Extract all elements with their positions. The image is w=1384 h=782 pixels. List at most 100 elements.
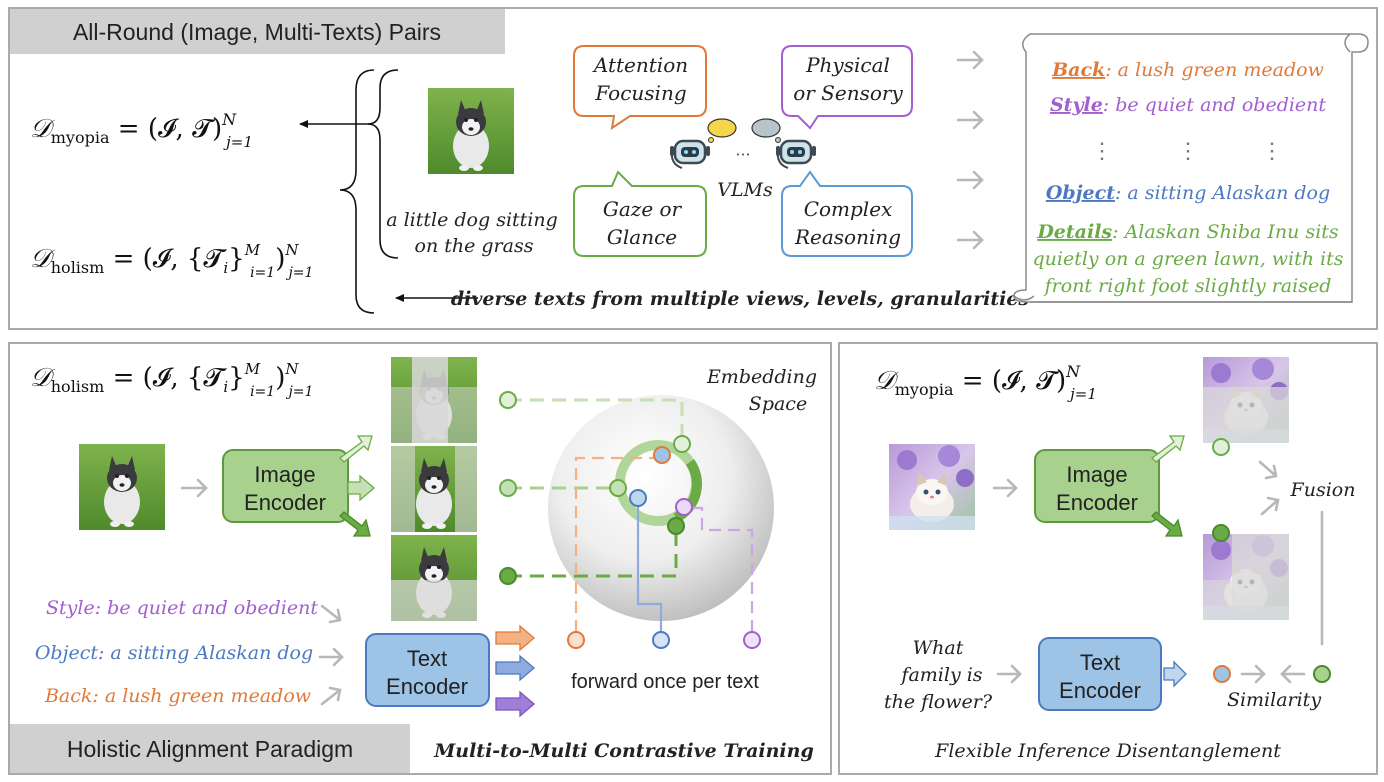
outer-brace <box>339 69 375 314</box>
arrow-to-image-encoder <box>180 478 208 498</box>
left-panel-footer-label: Holistic Alignment Paradigm <box>67 736 353 762</box>
text-encoder-right-output-arrow <box>1163 660 1187 688</box>
scroll-object-line: Object: a sitting Alaskan dog <box>1046 182 1330 204</box>
arrows-to-text-encoder <box>318 604 344 706</box>
embedding-connections <box>508 398 684 578</box>
bubble-complex-line-1: Complex <box>804 197 893 221</box>
masked-dog-image-3 <box>391 535 477 621</box>
fusion-arrows <box>1258 460 1324 646</box>
embedding-sphere <box>548 395 774 621</box>
top-panel-header-bg <box>10 9 505 54</box>
image-encoder-right-line-2: Encoder <box>1056 490 1138 515</box>
right-panel-caption: Flexible Inference Disentanglement <box>934 740 1281 762</box>
bubble-attention <box>573 45 707 131</box>
bubble-physical <box>781 45 913 130</box>
bubble-complex <box>781 170 913 257</box>
caption-line-2: on the grass <box>415 235 534 257</box>
bubble-physical-line-2: or Sensory <box>793 81 903 105</box>
forward-once-label: forward once per text <box>571 671 759 693</box>
left-panel-footer-bg <box>10 724 410 773</box>
image-embed-node-2 <box>499 479 517 497</box>
text-embed-node-orange <box>567 631 585 649</box>
masked-cat-image-2 <box>1203 534 1289 620</box>
bubble-complex-line-2: Reasoning <box>794 225 901 249</box>
dog-image-top <box>428 88 514 174</box>
image-encoder-left-line-1: Image <box>254 462 315 487</box>
sphere-node-blue <box>629 489 647 507</box>
scroll-vdots-1: ⋮ <box>1091 139 1113 164</box>
sphere-node-light-green <box>673 435 691 453</box>
bubble-gaze-line-1: Gaze or <box>603 197 683 221</box>
text-encoder-left-line-1: Text <box>407 646 447 671</box>
scroll-details-line-1: Details: Alaskan Shiba Inu sits <box>1036 221 1339 243</box>
dog-image-left <box>79 444 165 530</box>
arrow-to-image-encoder-right <box>992 478 1018 498</box>
scroll-details-line-3: front right foot slightly raised <box>1043 275 1332 297</box>
text-embed-node-blue <box>652 631 670 649</box>
sphere-node-mid-green <box>609 479 627 497</box>
image-encoder-right-line-1: Image <box>1066 462 1127 487</box>
scroll-vdots-2: ⋮ <box>1177 139 1199 164</box>
sphere-node-dark-green <box>667 517 685 535</box>
text-embed-node-purple <box>743 631 761 649</box>
caption-line-1: a little dog sitting <box>386 209 558 231</box>
arrow-to-text-encoder-right <box>996 664 1022 684</box>
robots-ellipsis: ··· <box>735 145 750 164</box>
image-encoder-box-right <box>1034 449 1160 523</box>
embedding-label-2: Space <box>749 393 807 415</box>
embedding-label-1: Embedding <box>706 366 817 388</box>
diverse-texts-label: diverse texts from multiple views, level… <box>451 288 1030 310</box>
scroll-vdots-3: ⋮ <box>1261 139 1283 164</box>
question-embed-node <box>1213 665 1231 683</box>
left-object-text: Object: a sitting Alaskan dog <box>35 642 313 664</box>
bubble-attention-line-1: Attention <box>592 53 688 77</box>
left-back-text: Back: a lush green meadow <box>44 685 311 707</box>
scroll-style-line: Style: be quiet and obedient <box>1050 94 1326 116</box>
text-encoder-right-line-2: Encoder <box>1059 678 1141 703</box>
inner-brace <box>367 69 399 259</box>
arrows-to-scroll <box>956 50 984 250</box>
text-encoder-right-line-1: Text <box>1080 650 1120 675</box>
text-encoder-left-line-2: Encoder <box>386 674 468 699</box>
vlms-label: VLMs <box>717 179 773 201</box>
scroll-back-line: Back: a lush green meadow <box>1051 59 1324 81</box>
bubble-gaze-line-2: Glance <box>607 225 677 249</box>
question-line-1: What <box>913 637 964 659</box>
similarity-arrows <box>1240 664 1306 684</box>
cat-embed-node-light <box>1212 438 1230 456</box>
cat-image <box>889 444 975 530</box>
question-line-2: family is <box>899 664 982 686</box>
sphere-node-orange <box>653 446 671 464</box>
fused-embed-node <box>1313 665 1331 683</box>
text-encoder-box-left <box>365 633 490 707</box>
question-line-3: the flower? <box>884 691 993 713</box>
thought-cloud-gray-icon <box>751 118 781 143</box>
similarity-label: Similarity <box>1227 689 1321 711</box>
masked-dog-image-2 <box>391 446 477 532</box>
image-embed-node-3 <box>499 567 517 585</box>
text-embedding-connections <box>574 454 754 632</box>
scroll-details-line-2: quietly on a green lawn, with its <box>1033 248 1344 270</box>
image-encoder-output-arrows <box>339 435 375 537</box>
masked-dog-image-1 <box>391 357 477 443</box>
bubble-attention-line-2: Focusing <box>594 81 686 105</box>
text-encoder-box-right <box>1038 637 1162 711</box>
bubble-gaze <box>573 170 707 257</box>
image-encoder-right-output-arrows <box>1151 435 1185 537</box>
bubble-physical-line-1: Physical <box>805 53 890 77</box>
image-embed-node-1 <box>499 391 517 409</box>
fusion-label: Fusion <box>1290 479 1356 501</box>
left-style-text: Style: be quiet and obedient <box>46 597 318 619</box>
top-panel-header: All-Round (Image, Multi-Texts) Pairs <box>73 19 441 45</box>
masked-cat-image-1 <box>1203 357 1289 443</box>
thought-cloud-yellow-icon <box>707 118 737 143</box>
text-scroll <box>1013 33 1369 303</box>
text-encoder-output-arrows <box>495 624 535 718</box>
image-encoder-left-line-2: Encoder <box>244 490 326 515</box>
